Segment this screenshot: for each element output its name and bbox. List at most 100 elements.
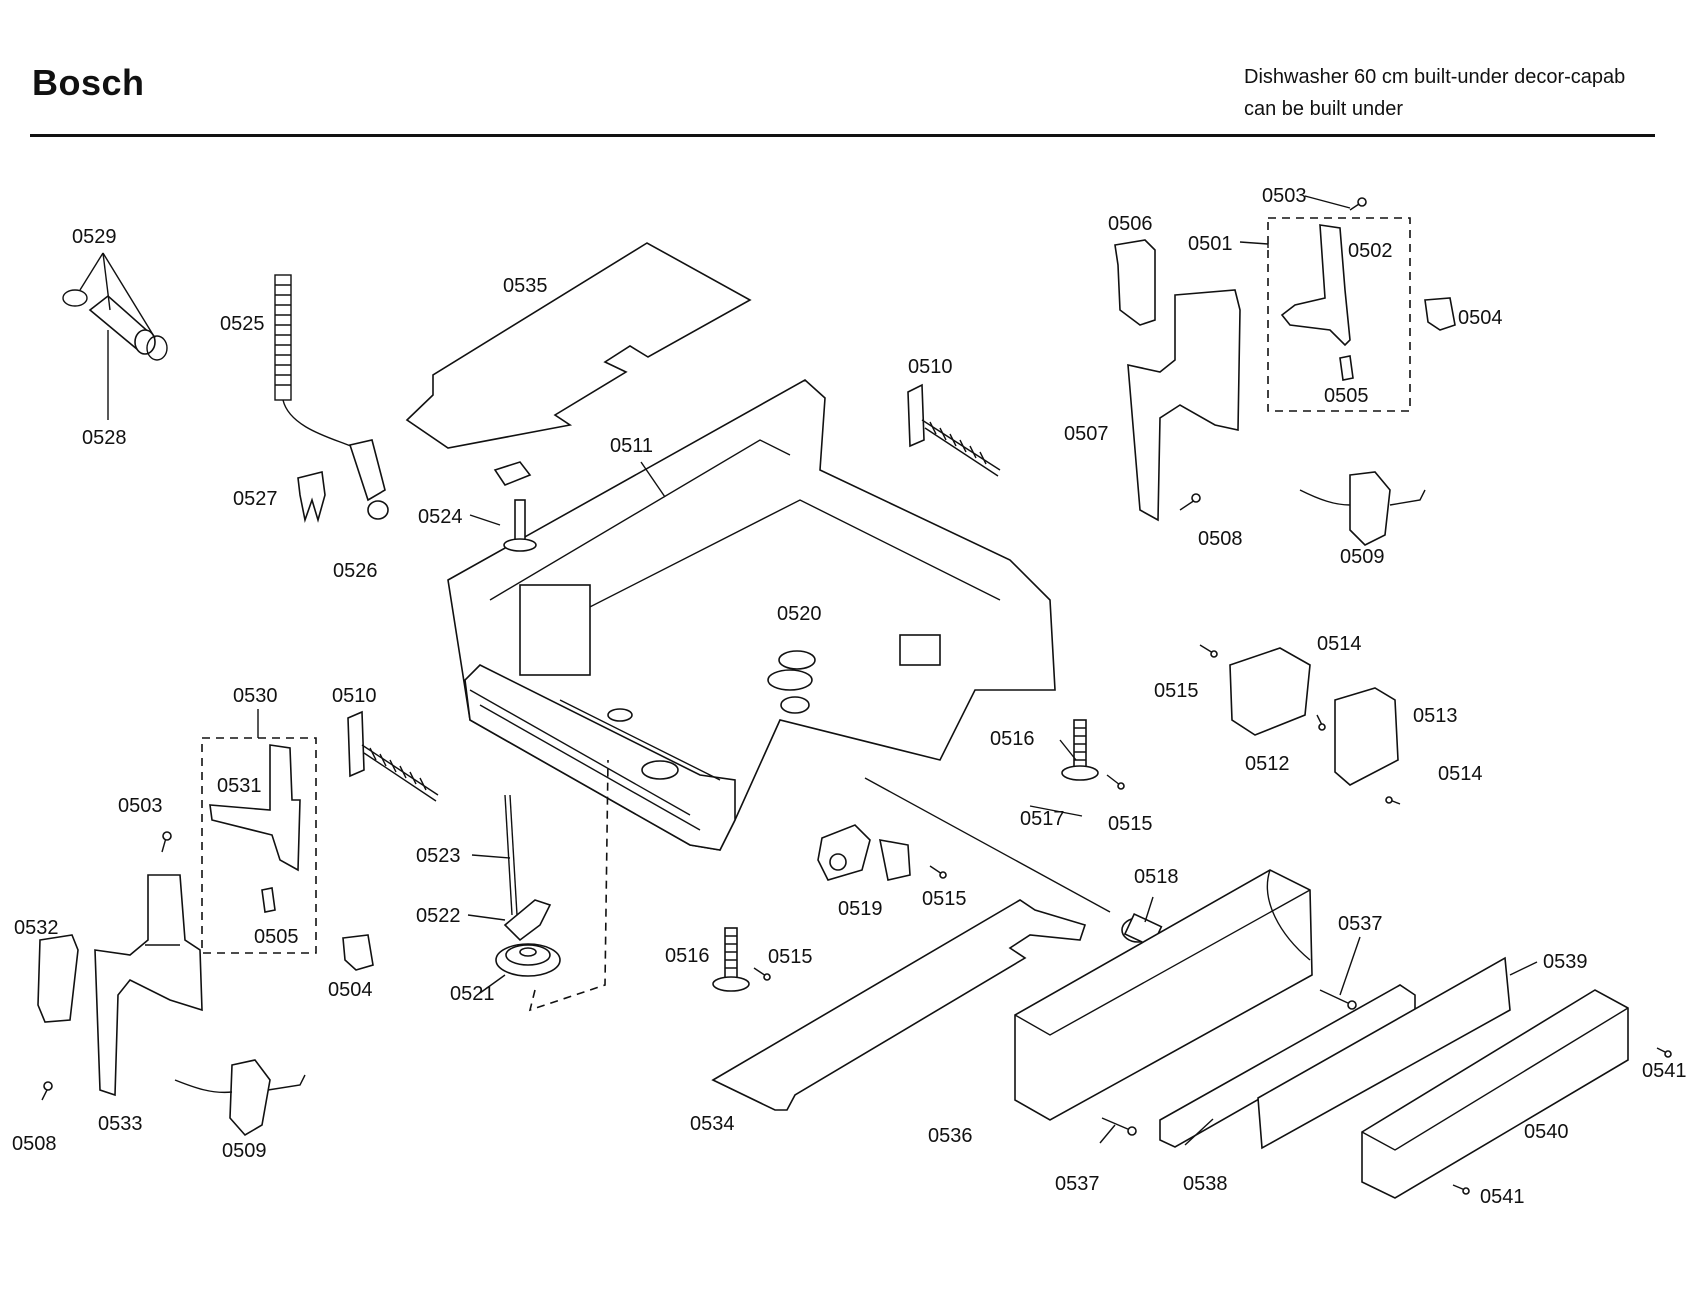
label-0506: 0506 xyxy=(1108,213,1153,235)
part-0524-foot xyxy=(493,461,537,552)
part-0508-screw-upper xyxy=(1179,493,1201,511)
label-0531: 0531 xyxy=(217,775,262,797)
label-0518: 0518 xyxy=(1134,866,1179,888)
label-0526: 0526 xyxy=(333,560,378,582)
label-0516-upper: 0516 xyxy=(990,728,1035,750)
parts-artwork xyxy=(37,197,1672,1199)
label-0525: 0525 xyxy=(220,313,265,335)
label-0510-upper: 0510 xyxy=(908,356,953,378)
label-0522: 0522 xyxy=(416,905,461,927)
label-0502: 0502 xyxy=(1348,240,1393,262)
label-0524: 0524 xyxy=(418,506,463,528)
label-0503-upper: 0503 xyxy=(1262,185,1307,207)
label-0515-c: 0515 xyxy=(922,888,967,910)
part-0540-kickplate xyxy=(1361,989,1629,1199)
part-0504-connector-lower xyxy=(342,934,374,971)
part-0527-clip xyxy=(297,471,326,524)
part-0537-pin-lower xyxy=(1101,1117,1137,1136)
part-0515-screw-b xyxy=(1106,774,1125,790)
label-0534: 0534 xyxy=(690,1113,735,1135)
part-0514-screw-b xyxy=(1385,796,1401,805)
part-0532-cover xyxy=(37,934,79,1023)
label-0508-lower: 0508 xyxy=(12,1133,57,1155)
label-0521: 0521 xyxy=(450,983,495,1005)
part-0534-panel xyxy=(711,899,1087,1111)
part-0505-clip-lower xyxy=(261,887,276,913)
label-0509-lower: 0509 xyxy=(222,1140,267,1162)
label-0539: 0539 xyxy=(1543,951,1588,973)
label-0515-a: 0515 xyxy=(1154,680,1199,702)
model-description-line1: Dishwasher 60 cm built-under decor-capab xyxy=(1244,66,1626,88)
part-0523-rod xyxy=(504,794,518,916)
part-0536-plinth xyxy=(1014,869,1313,1121)
label-0528: 0528 xyxy=(82,427,127,449)
label-0515-d: 0515 xyxy=(768,946,813,968)
part-0513-cover xyxy=(1334,687,1399,786)
label-0514-lower: 0514 xyxy=(1438,763,1483,785)
part-0506-bracket xyxy=(1114,239,1156,326)
label-0504-lower: 0504 xyxy=(328,979,373,1001)
part-0502-bracket xyxy=(1280,224,1351,347)
part-0504-connector-upper xyxy=(1424,297,1456,331)
label-0501: 0501 xyxy=(1188,233,1233,255)
label-0537-lower: 0537 xyxy=(1055,1173,1100,1195)
label-0532: 0532 xyxy=(14,917,59,939)
label-0505-lower: 0505 xyxy=(254,926,299,948)
label-0507: 0507 xyxy=(1064,423,1109,445)
part-0516-foot-lower xyxy=(712,927,750,992)
part-0526-hose-end xyxy=(348,439,389,520)
part-0515-screw-a xyxy=(1199,644,1218,658)
part-0531-bracket xyxy=(209,744,301,872)
label-0533: 0533 xyxy=(98,1113,143,1135)
label-0511: 0511 xyxy=(610,435,653,457)
label-0508-upper: 0508 xyxy=(1198,528,1243,550)
part-0503-screw-lower xyxy=(161,831,172,853)
label-0529: 0529 xyxy=(72,226,117,248)
part-0508-screw-lower xyxy=(41,1081,53,1101)
label-0516-lower: 0516 xyxy=(665,945,710,967)
part-labels: 0503 0506 0501 0502 0504 0505 0507 0508 … xyxy=(12,185,1687,1208)
part-0537-pin-upper xyxy=(1319,989,1357,1010)
part-0515-screw-c xyxy=(929,865,947,879)
label-0510-lower: 0510 xyxy=(332,685,377,707)
part-0511-base-tub xyxy=(447,379,1056,851)
part-0514-screw-a xyxy=(1316,714,1326,731)
part-0520-float xyxy=(778,650,816,670)
part-0512-housing xyxy=(1229,647,1311,736)
label-0535: 0535 xyxy=(503,275,548,297)
part-0522-bracket xyxy=(503,899,552,942)
label-0513: 0513 xyxy=(1413,705,1458,727)
label-0517: 0517 xyxy=(1020,808,1065,830)
part-0509-hinge-upper xyxy=(1299,471,1426,546)
part-0519-valve xyxy=(817,824,911,881)
label-0541-lower: 0541 xyxy=(1480,1186,1525,1208)
part-0515-screw-d xyxy=(753,967,771,981)
label-0540: 0540 xyxy=(1524,1121,1569,1143)
part-0539-strip xyxy=(1257,956,1511,1150)
label-0504-upper: 0504 xyxy=(1458,307,1503,329)
model-description-line2: can be built under xyxy=(1244,98,1404,120)
label-0503-lower: 0503 xyxy=(118,795,163,817)
part-0528-hose xyxy=(88,294,156,355)
part-0529-clamp-right xyxy=(146,335,168,361)
part-0529-clamp-left xyxy=(62,289,88,307)
part-0533-bracket xyxy=(94,874,203,1097)
group-0501-boundary xyxy=(1267,217,1411,412)
label-0530: 0530 xyxy=(233,685,278,707)
part-0510-spring-upper xyxy=(907,383,1001,477)
header-rule xyxy=(30,134,1655,137)
label-0519: 0519 xyxy=(838,898,883,920)
label-0538: 0538 xyxy=(1183,1173,1228,1195)
label-0527: 0527 xyxy=(233,488,278,510)
label-0523: 0523 xyxy=(416,845,461,867)
label-0537-upper: 0537 xyxy=(1338,913,1383,935)
part-0507-bracket xyxy=(1127,289,1241,522)
part-0509-hinge-lower xyxy=(174,1059,306,1137)
part-0503-screw-upper xyxy=(1349,197,1367,211)
part-0535-mat xyxy=(405,242,752,449)
brand-title: Bosch xyxy=(32,62,145,103)
label-0514-upper: 0514 xyxy=(1317,633,1362,655)
label-0505-upper: 0505 xyxy=(1324,385,1369,407)
part-0517-rod xyxy=(864,777,1111,913)
